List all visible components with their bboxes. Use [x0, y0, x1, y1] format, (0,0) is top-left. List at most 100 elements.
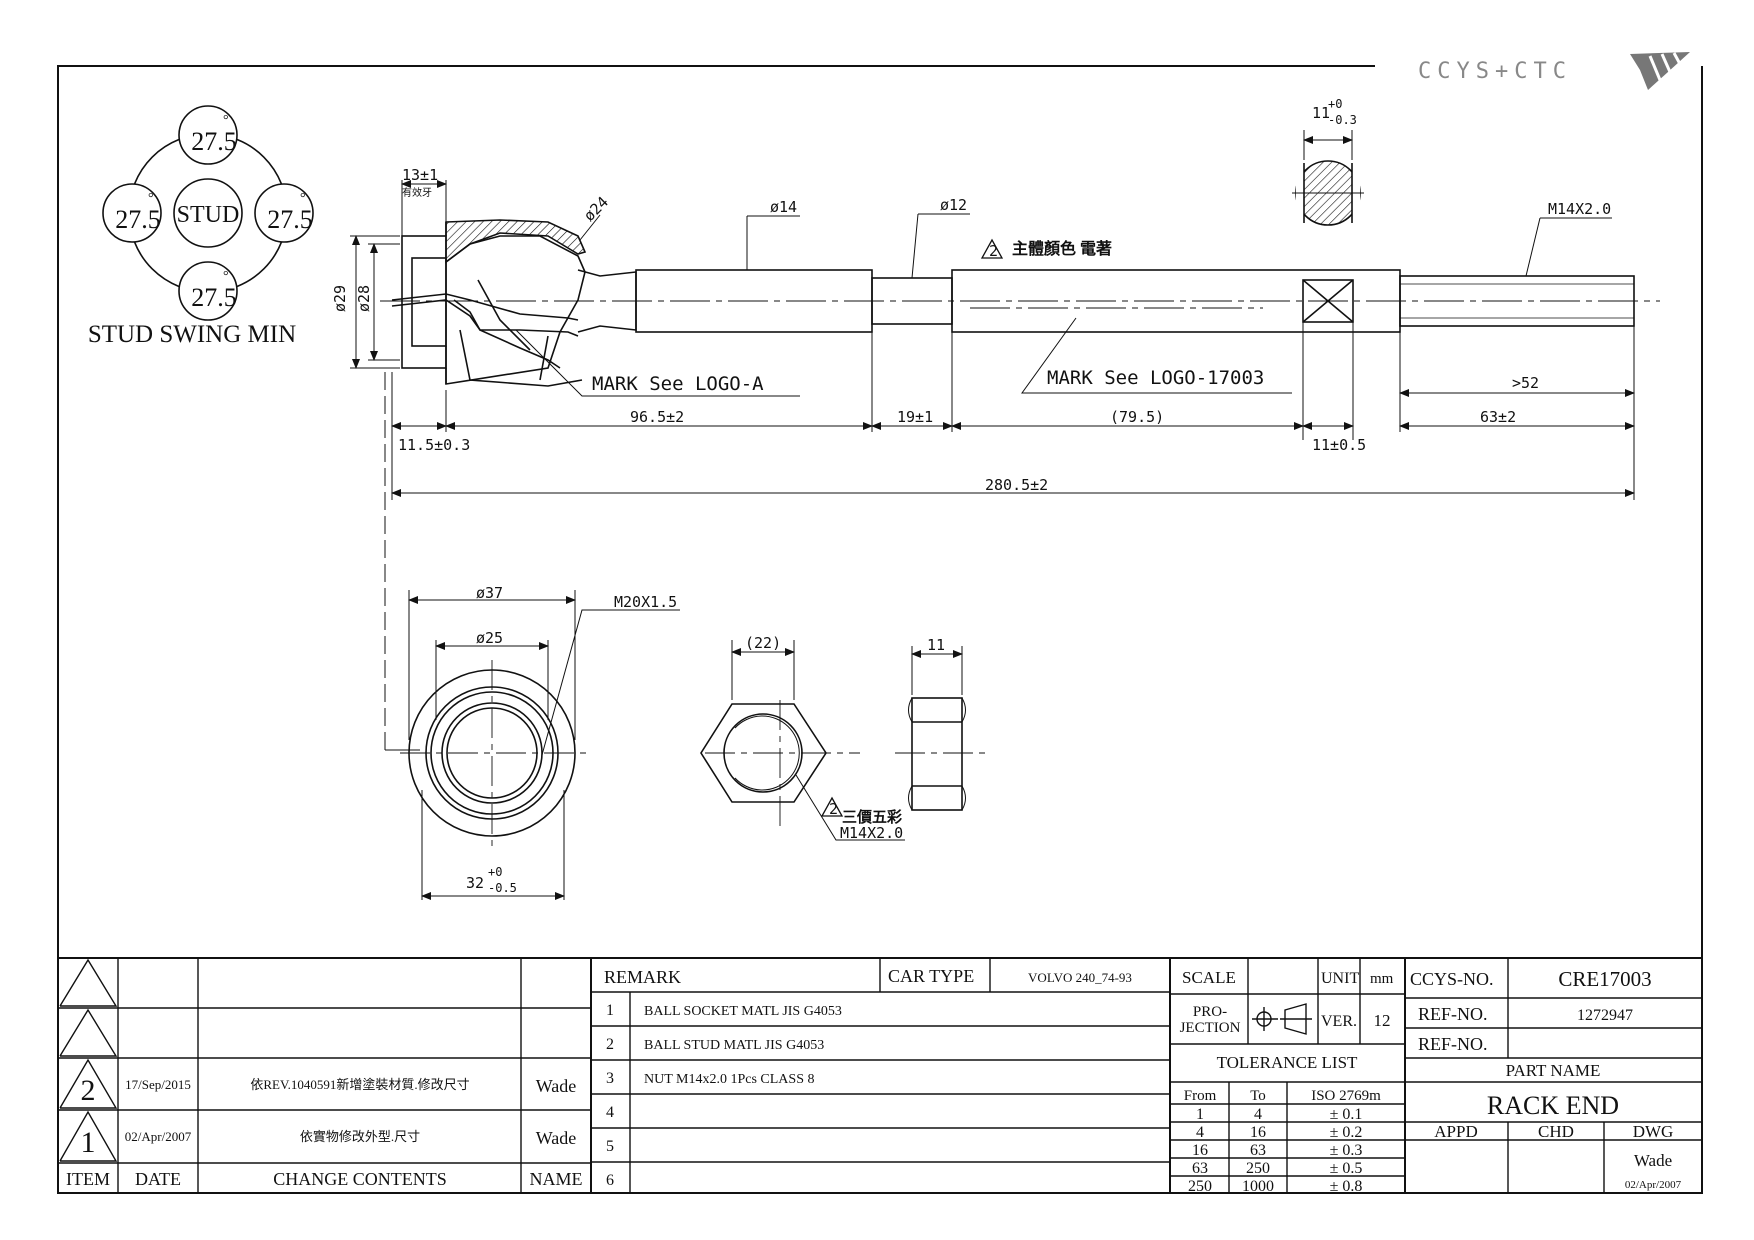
rev-2-content: 依REV.1040591新增塗裝材質.修改尺寸: [250, 1077, 469, 1092]
dim-d37: ø37: [476, 584, 503, 602]
tol-row-5-from: 250: [1188, 1178, 1212, 1195]
dim-d24: ø24: [580, 193, 612, 225]
mark-logo-17003: MARK See LOGO-17003: [1047, 367, 1264, 389]
remark-1-text: BALL SOCKET MATL JIS G4053: [644, 1004, 842, 1019]
dim-13: 13±1: [402, 166, 438, 184]
tol-row-2-from: 4: [1196, 1124, 1204, 1141]
warn-mark-2: 2: [829, 800, 838, 818]
dim-19: 19±1: [897, 408, 933, 426]
projection-label-2: JECTION: [1180, 1020, 1241, 1036]
dim-flat-sup: +0: [1328, 97, 1342, 111]
ver-value: 12: [1374, 1011, 1391, 1030]
ref-no-2-label: REF-NO.: [1418, 1034, 1488, 1054]
remark-label: REMARK: [604, 967, 681, 987]
side-view-dimensions: [350, 180, 1635, 500]
warn-mark-1: 2: [989, 242, 998, 260]
part-name-value: RACK END: [1487, 1091, 1619, 1120]
car-type-label: CAR TYPE: [888, 966, 974, 986]
swing-center-label: STUD: [177, 202, 240, 228]
swing-bottom-value: 27.5: [191, 283, 237, 312]
tol-header-iso: ISO 2769m: [1311, 1088, 1381, 1104]
nut-front-view: [700, 640, 905, 841]
dim-m14-top: M14X2.0: [1548, 200, 1611, 218]
nut-side-view: [895, 646, 990, 811]
header-date: DATE: [135, 1169, 181, 1189]
projection-label-1: PRO-: [1193, 1004, 1227, 1020]
tol-row-3-from: 16: [1192, 1142, 1208, 1159]
part-name-label: PART NAME: [1506, 1061, 1601, 1080]
sheet-border: [57, 65, 1703, 1194]
degree-left: °: [148, 191, 154, 206]
tol-row-3-to: 63: [1250, 1142, 1266, 1159]
degree-bottom: °: [223, 269, 229, 284]
note-nut-finish: 三價五彩: [842, 808, 902, 826]
rev-1-date: 02/Apr/2007: [125, 1129, 192, 1144]
tol-header-from: From: [1184, 1088, 1217, 1104]
dim-m20: M20X1.5: [614, 593, 677, 611]
ref-no-label: REF-NO.: [1418, 1004, 1488, 1024]
rev-2-name: Wade: [536, 1076, 577, 1096]
dim-d29: ø29: [331, 285, 349, 312]
dim-32: 32: [466, 874, 484, 892]
dim-d12: ø12: [940, 196, 967, 214]
company-logo: CCYS+CTC: [1418, 52, 1690, 90]
tol-row-4-tol: ± 0.5: [1330, 1160, 1363, 1177]
remark-3-text: NUT M14x2.0 1Pcs CLASS 8: [644, 1072, 815, 1087]
title-block-grid: [58, 957, 1702, 1193]
rack-end-side-view: [380, 219, 1660, 751]
dim-d14: ø14: [770, 198, 797, 216]
scale-label: SCALE: [1182, 968, 1236, 987]
ccys-no-label: CCYS-NO.: [1410, 969, 1494, 989]
rev-1-name: Wade: [536, 1128, 577, 1148]
tol-row-1-from: 1: [1196, 1106, 1204, 1123]
tol-row-2-to: 16: [1250, 1124, 1266, 1141]
remark-2-text: BALL STUD MATL JIS G4053: [644, 1038, 824, 1053]
warning-triangles: [820, 238, 1004, 817]
dim-d28: ø28: [355, 285, 373, 312]
dim-nut-width: (22): [745, 634, 781, 652]
dim-d25: ø25: [476, 629, 503, 647]
remark-1-num: 1: [606, 1002, 614, 1019]
dwg-name: Wade: [1634, 1151, 1672, 1170]
dim-13-note: 有效牙: [402, 186, 432, 199]
swing-caption: STUD SWING MIN: [88, 321, 296, 348]
swing-top-value: 27.5: [191, 127, 237, 156]
dim-280-5: 280.5±2: [985, 476, 1048, 494]
tol-row-2-tol: ± 0.2: [1330, 1124, 1363, 1141]
rev-2-item: 2: [81, 1074, 96, 1107]
dim-11-5: 11.5±0.3: [398, 436, 470, 454]
remark-4-num: 4: [606, 1104, 614, 1121]
dim-11: 11±0.5: [1312, 436, 1366, 454]
appd-label: APPD: [1434, 1122, 1477, 1141]
flat-section-view: [1292, 130, 1364, 240]
dim-32-sub: -0.5: [488, 881, 517, 895]
tol-row-1-to: 4: [1254, 1106, 1262, 1123]
tol-row-4-to: 250: [1246, 1160, 1270, 1177]
remark-5-num: 5: [606, 1138, 614, 1155]
mark-logo-a: MARK See LOGO-A: [592, 373, 764, 395]
unit-label: UNIT: [1321, 970, 1359, 987]
socket-end-view: [400, 590, 680, 900]
dim-nut-thickness: 11: [927, 636, 945, 654]
dim-32-sup: +0: [488, 865, 502, 879]
remark-6-num: 6: [606, 1172, 614, 1189]
header-item: ITEM: [66, 1169, 110, 1189]
swing-left-value: 27.5: [115, 205, 161, 234]
remark-2-num: 2: [606, 1036, 614, 1053]
tol-row-3-tol: ± 0.3: [1330, 1142, 1363, 1159]
dim-52: >52: [1512, 374, 1539, 392]
rev-1-item: 1: [81, 1126, 96, 1159]
tol-row-5-to: 1000: [1242, 1178, 1274, 1195]
dwg-label: DWG: [1633, 1122, 1674, 1141]
header-change-contents: CHANGE CONTENTS: [273, 1169, 447, 1189]
dwg-date: 02/Apr/2007: [1625, 1179, 1682, 1191]
stud-swing-diagram: [102, 105, 314, 321]
tol-row-5-tol: ± 0.8: [1330, 1178, 1363, 1195]
tol-row-1-tol: ± 0.1: [1330, 1106, 1363, 1123]
ref-no-value: 1272947: [1577, 1007, 1633, 1024]
dim-79-5: (79.5): [1110, 408, 1164, 426]
tol-header-to: To: [1250, 1088, 1266, 1104]
degree-right: °: [300, 191, 306, 206]
header-name: NAME: [530, 1169, 583, 1189]
